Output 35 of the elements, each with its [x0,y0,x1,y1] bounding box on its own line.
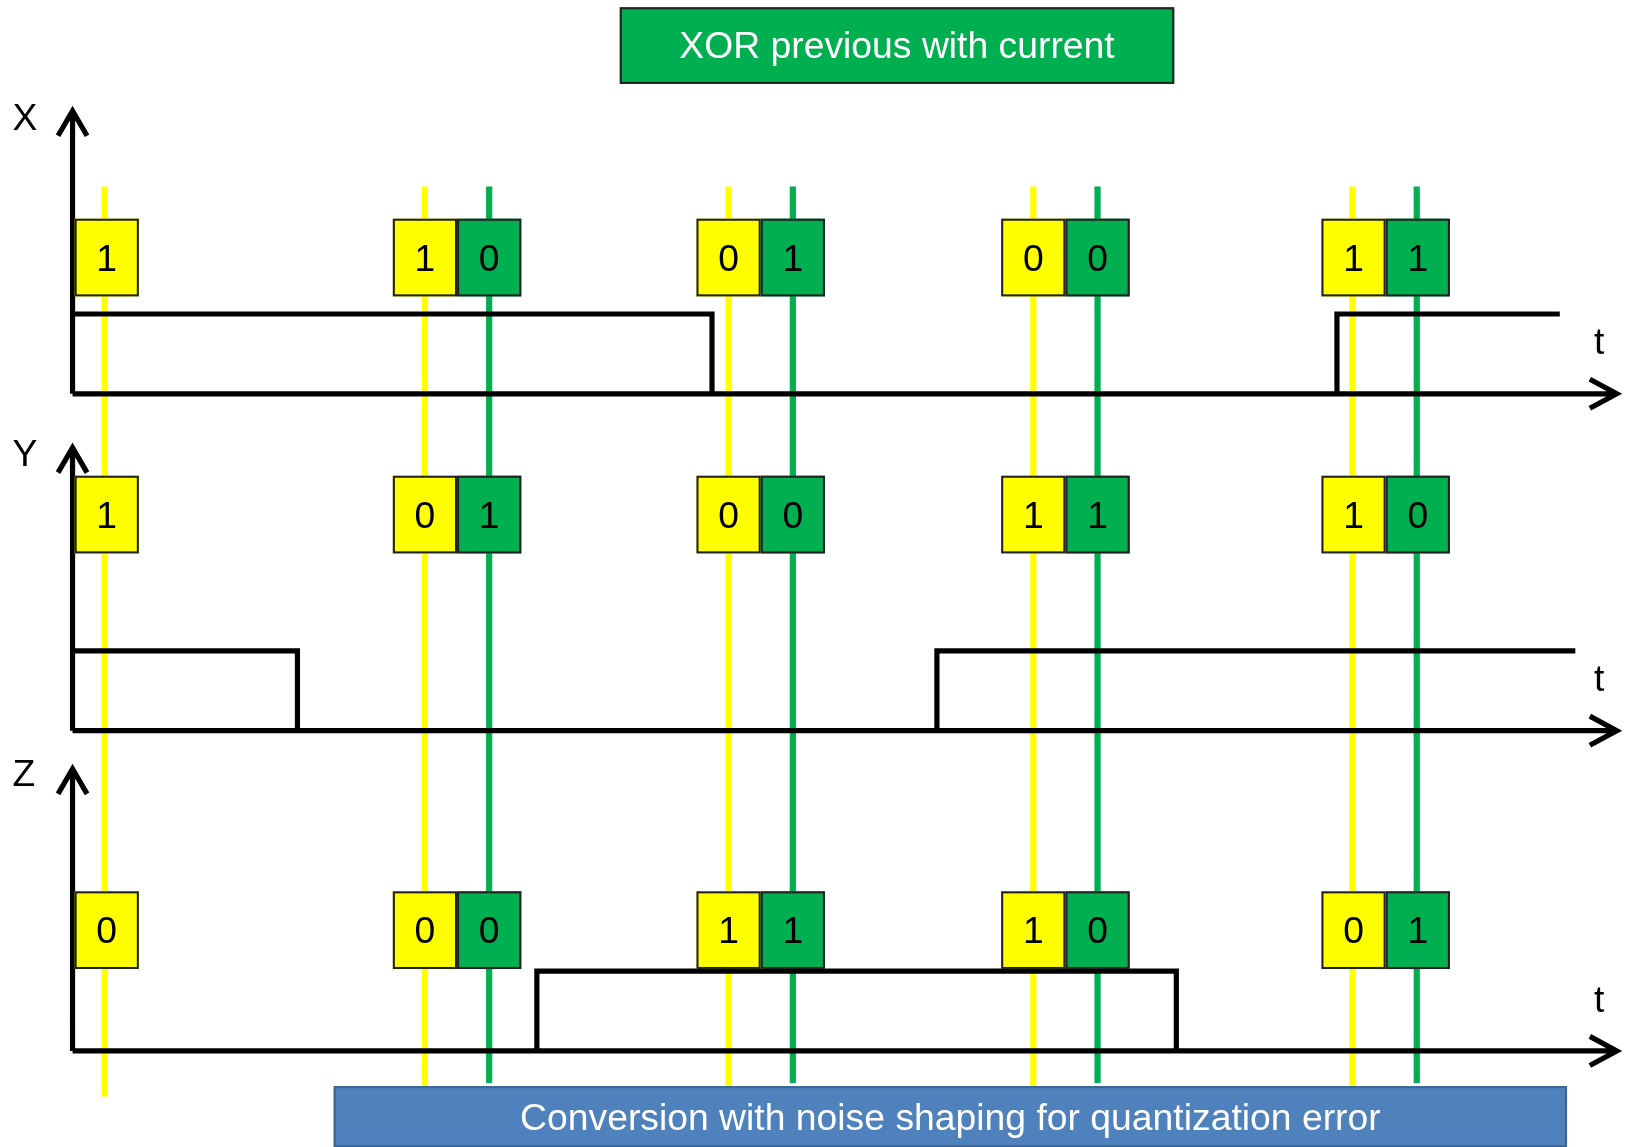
bit-value-box: 1 [696,891,761,970]
axis-label: Z [12,754,36,792]
axis-label: t [1594,323,1605,361]
bit-value-box: 0 [457,891,522,970]
bit-value-box: 0 [760,475,825,554]
title-banner: XOR previous with current [619,7,1175,84]
axis-label: Y [12,435,38,473]
bit-value-box: 0 [696,218,761,297]
bit-value-box: 0 [392,891,458,970]
bit-value-box: 0 [696,475,761,554]
bit-value-box: 1 [1001,475,1066,554]
bit-value-box: 1 [392,218,458,297]
caption-banner: Conversion with noise shaping for quantization error [333,1086,1568,1147]
bit-value-box: 0 [1385,475,1450,554]
bit-value-box: 0 [74,891,139,970]
bit-value-box: 0 [392,475,458,554]
bit-value-box: 1 [74,218,139,297]
bit-value-box: 1 [1065,475,1130,554]
bit-value-box: 0 [457,218,522,297]
bit-value-box: 1 [760,218,825,297]
bit-value-box: 1 [760,891,825,970]
bit-value-box: 1 [457,475,522,554]
bit-value-box: 1 [1321,475,1386,554]
bit-value-box: 0 [1065,218,1130,297]
bit-value-box: 1 [1385,218,1450,297]
axis-label: t [1594,660,1605,698]
bit-value-box: 1 [1001,891,1066,970]
axis-label: X [12,98,38,136]
bit-value-box: 1 [1385,891,1450,970]
axis-label: t [1594,980,1605,1018]
bit-value-box: 0 [1065,891,1130,970]
bit-value-box: 1 [74,475,139,554]
bit-value-box: 0 [1321,891,1386,970]
bit-value-box: 1 [1321,218,1386,297]
bit-value-box: 0 [1001,218,1066,297]
